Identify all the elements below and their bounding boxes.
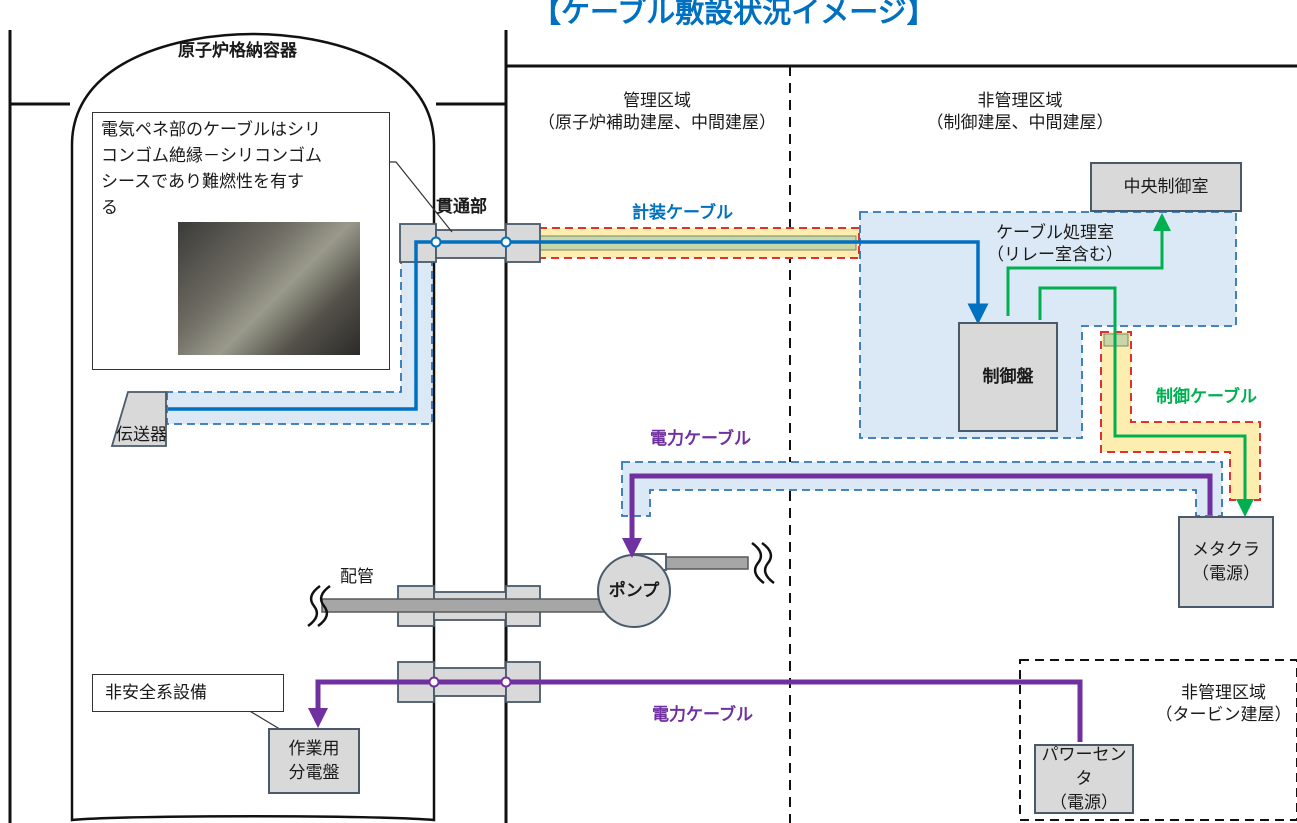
power-cable-node-in — [428, 676, 440, 688]
zone-controlled-line-2: （原子炉補助建屋、中間建屋） — [538, 113, 776, 133]
instrument-cable-label: 計装ケーブル — [632, 203, 733, 223]
instrument-cable — [168, 240, 989, 411]
power-center-line-2: （電源） — [1050, 793, 1118, 813]
zone-turbine-line-2: （タービン建屋） — [1155, 705, 1292, 725]
pipe-break-right — [751, 541, 775, 585]
diagram-title: 【ケーブル敷設状況イメージ】 — [532, 0, 936, 29]
zone-controlled-line-1: 管理区域 — [623, 91, 691, 111]
containment-label: 原子炉格納容器 — [178, 41, 297, 61]
control-cable-label: 制御ケーブル — [1156, 387, 1257, 407]
transmitter — [110, 391, 167, 447]
transmitter-label: 伝送器 — [116, 425, 167, 445]
pump-label: ポンプ — [608, 581, 660, 601]
power-cable-label-lower: 電力ケーブル — [652, 705, 753, 725]
power-cable-pump — [622, 473, 1213, 558]
cable-room-line-1: ケーブル処理室 — [996, 223, 1114, 243]
instrument-cable-node-in — [430, 236, 442, 248]
callout-line-4: る — [101, 198, 118, 218]
power-cable-tray — [621, 461, 1223, 517]
zone-uncontrolled-line-1: 非管理区域 — [977, 91, 1063, 111]
power-center-line-1: パワーセンタ — [1041, 745, 1127, 789]
zone-turbine-line-1: 非管理区域 — [1181, 683, 1266, 703]
zone-controlled-label: 管理区域 （原子炉補助建屋、中間建屋） — [512, 90, 802, 134]
cable-room-line-2: （リレー室含む） — [987, 245, 1123, 265]
zone-uncontrolled-line-2: （制御建屋、中間建屋） — [926, 113, 1114, 133]
central-control-room: 中央制御室 — [1090, 162, 1242, 212]
callout-line-2: コンゴム絶縁－シリコンゴム — [101, 146, 322, 166]
control-panel: 制御盤 — [958, 322, 1058, 432]
control-cable-to-ccr — [1006, 213, 1171, 316]
zone-uncontrolled-label: 非管理区域 （制御建屋、中間建屋） — [900, 90, 1140, 134]
work-distribution-panel: 作業用 分電盤 — [268, 728, 360, 794]
cable-room-label: ケーブル処理室 （リレー室含む） — [960, 222, 1150, 266]
pipe-break-left — [307, 584, 331, 628]
callout-line-1: 電気ペネ部のケーブルはシリ — [101, 120, 321, 140]
power-cable-node-out — [500, 676, 512, 688]
metaclad-switchgear: メタクラ （電源） — [1178, 516, 1274, 608]
power-cable-label-upper: 電力ケーブル — [650, 429, 751, 449]
metaclad-line-1: メタクラ — [1192, 540, 1260, 560]
zone-turbine-label: 非管理区域 （タービン建屋） — [1150, 682, 1297, 726]
pump-outlet-pipe — [659, 556, 749, 570]
instrument-cable-node-out — [500, 236, 512, 248]
work-panel-line-2: 分電盤 — [288, 763, 340, 783]
turbine-zone-boundary — [1019, 659, 1297, 821]
non-safety-callout: 非安全系設備 — [92, 674, 284, 712]
piping-label: 配管 — [340, 567, 374, 587]
callout-line-3: シースであり難燃性を有す — [101, 172, 304, 192]
control-cable-to-metaclad — [1038, 286, 1254, 517]
power-center: パワーセンタ （電源） — [1034, 744, 1134, 814]
penetration-upper-sleeve — [435, 229, 507, 259]
metaclad-line-2: （電源） — [1192, 564, 1260, 584]
penetration-photo — [178, 222, 360, 355]
piping — [321, 598, 605, 613]
penetration-label: 貫通部 — [436, 197, 487, 217]
power-cable-panel — [308, 679, 1083, 742]
work-panel-line-1: 作業用 — [288, 739, 340, 759]
